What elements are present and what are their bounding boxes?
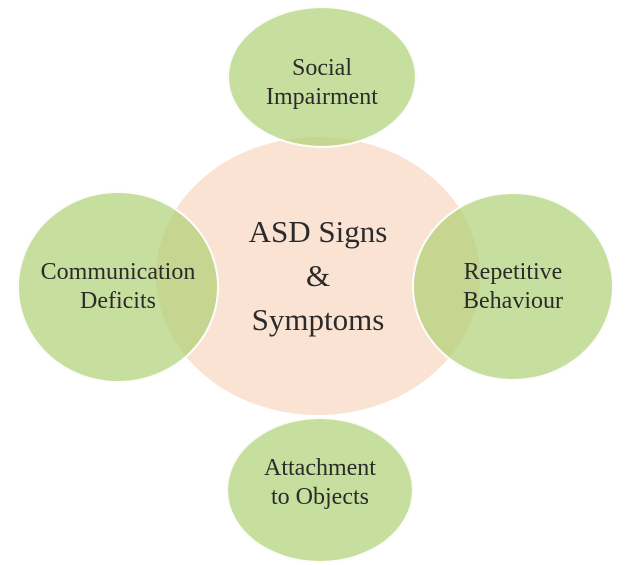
center-title-ampersand: & (305, 258, 331, 293)
node-label-communication-deficits: Communication Deficits (40, 259, 196, 314)
node-label-attachment-to-objects: Attachment to Objects (264, 455, 376, 510)
center-title-line-2: Symptoms (251, 302, 385, 337)
node-communication-deficits: Communication Deficits (17, 191, 219, 383)
center-title-line-1: ASD Signs (248, 214, 388, 249)
node-social-impairment: Social Impairment (227, 6, 417, 148)
node-repetitive-behaviour: Repetitive Behaviour (412, 192, 614, 381)
node-label-repetitive-behaviour: Repetitive Behaviour (463, 258, 563, 314)
node-label-social-impairment: Social Impairment (266, 55, 378, 110)
node-attachment-to-objects: Attachment to Objects (226, 417, 414, 563)
